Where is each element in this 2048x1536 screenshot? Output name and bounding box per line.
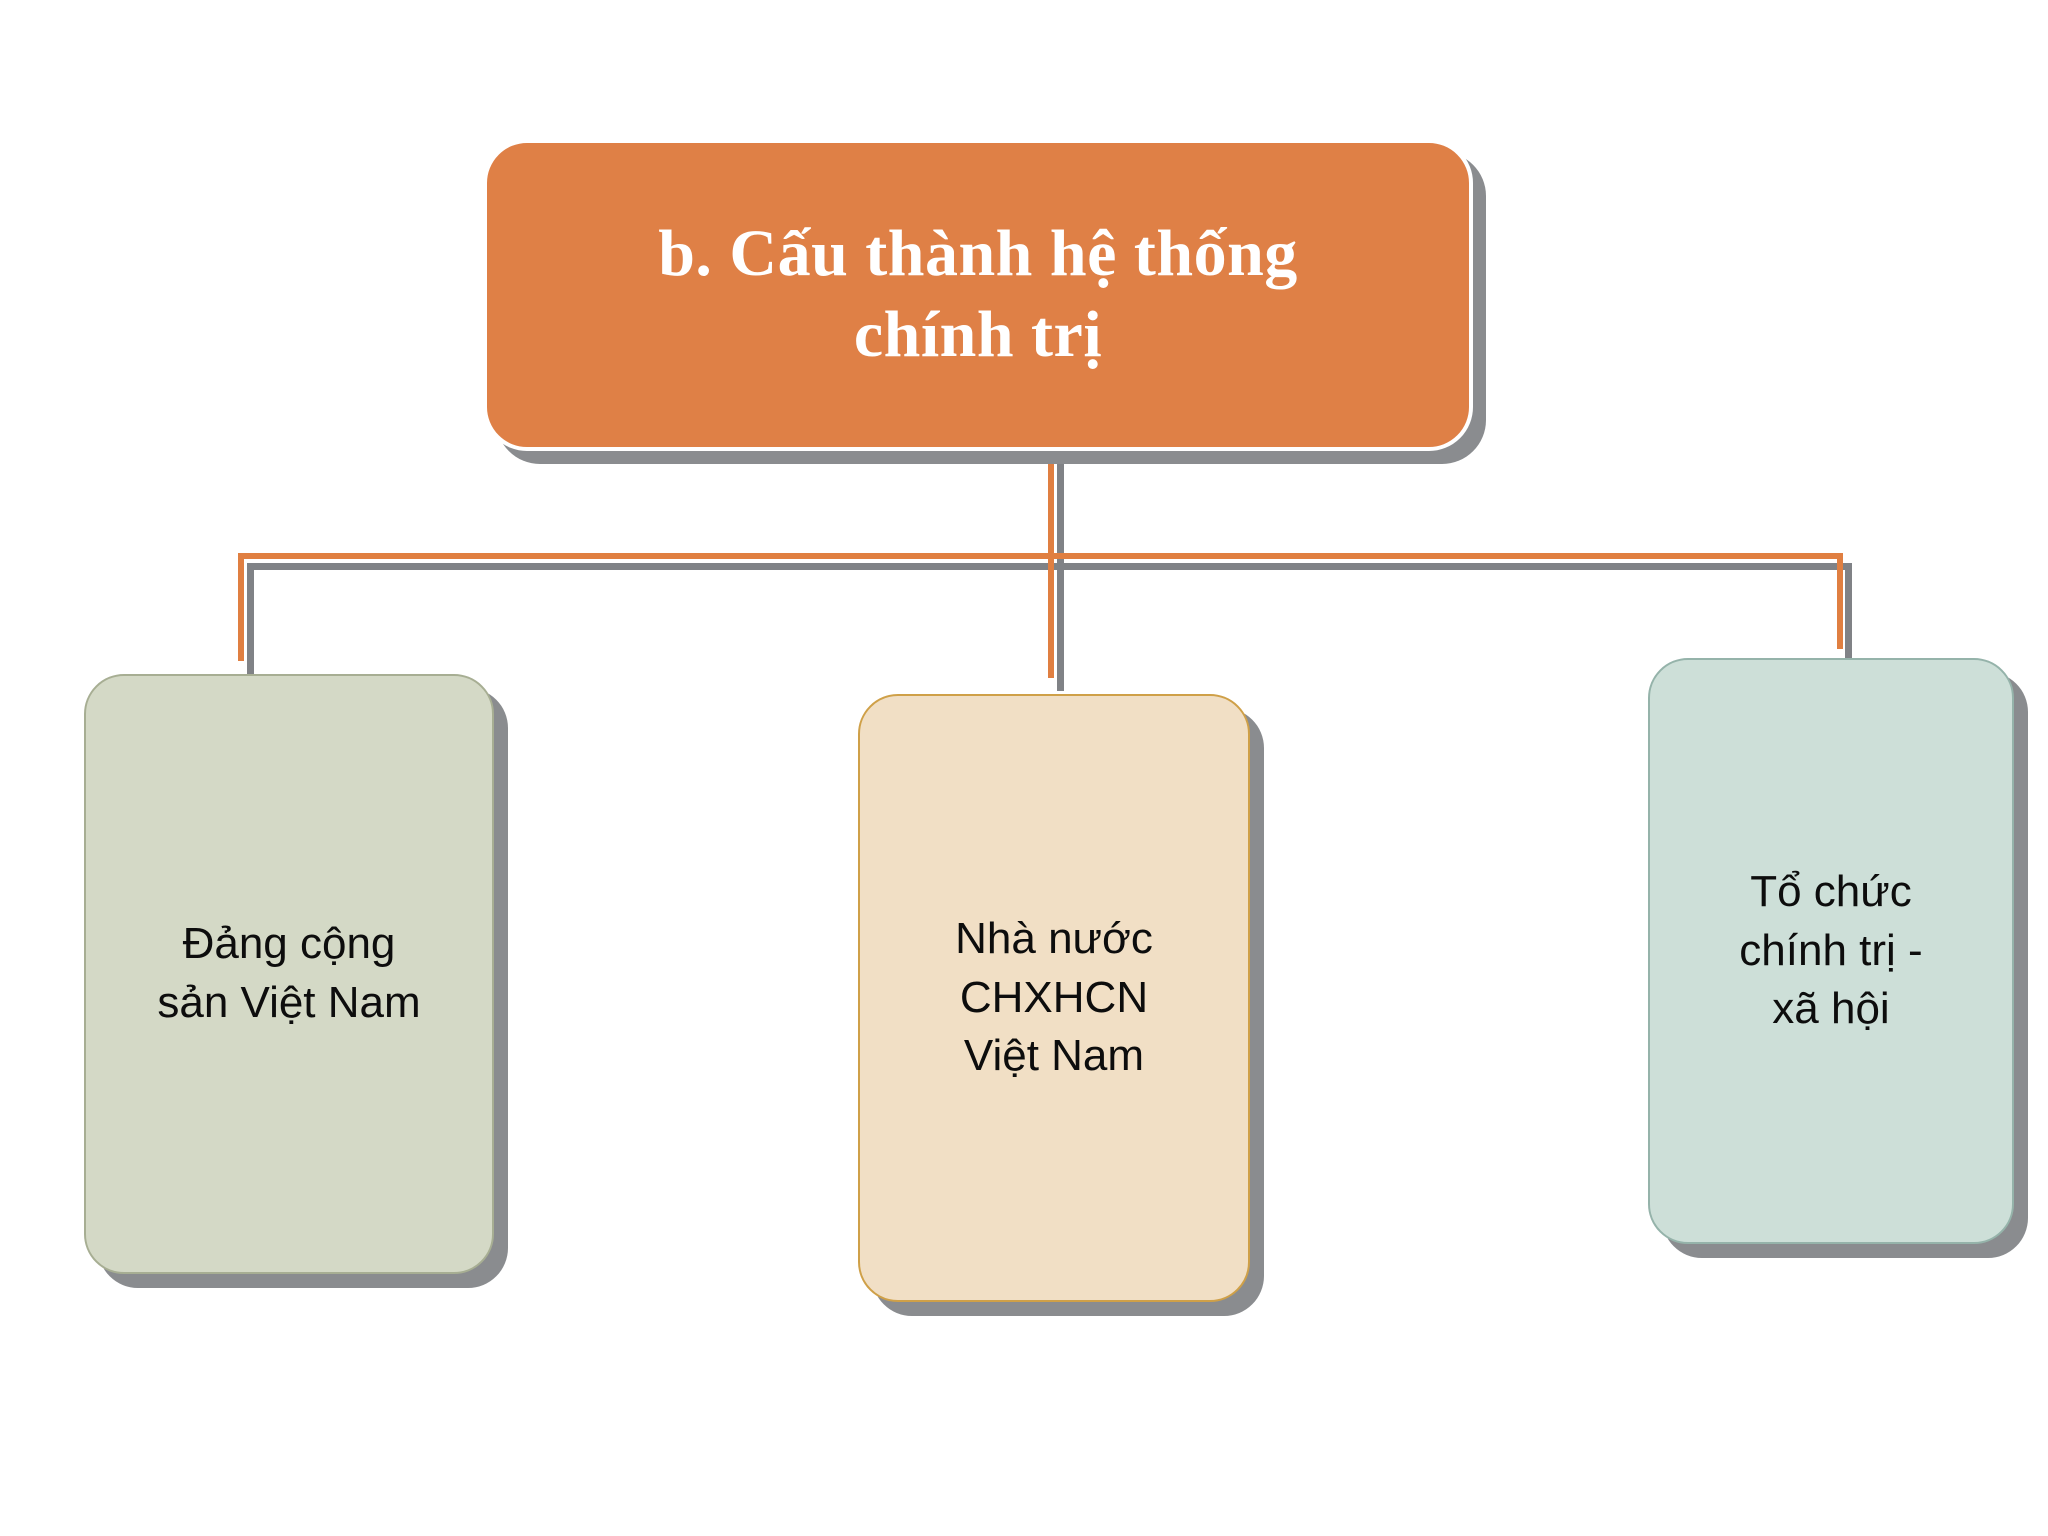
connector-root-stem [1048,450,1054,560]
root-node[interactable]: b. Cấu thành hệ thống chính trị [483,139,1473,451]
connector-shadow-drop-right [1845,563,1852,663]
connector-shadow-drop-mid [1057,563,1064,691]
connector-drop-right [1837,553,1843,649]
connector-drop-left [238,553,244,661]
node-dang-cong-san-label: Đảng cộng sản Việt Nam [157,919,421,1027]
connector-horizontal [238,553,1843,559]
root-node-label: b. Cấu thành hệ thống chính trị [658,217,1298,371]
node-nha-nuoc[interactable]: Nhà nước CHXHCN Việt Nam [858,694,1250,1302]
connector-drop-mid [1048,553,1054,678]
node-to-chuc[interactable]: Tổ chức chính trị - xã hội [1648,658,2014,1244]
node-nha-nuoc-label: Nhà nước CHXHCN Việt Nam [955,913,1153,1081]
node-dang-cong-san[interactable]: Đảng cộng sản Việt Nam [84,674,494,1274]
connector-shadow-root-stem [1057,450,1064,570]
node-to-chuc-label: Tổ chức chính trị - xã hội [1739,866,1923,1034]
connector-shadow-drop-left [247,563,254,675]
